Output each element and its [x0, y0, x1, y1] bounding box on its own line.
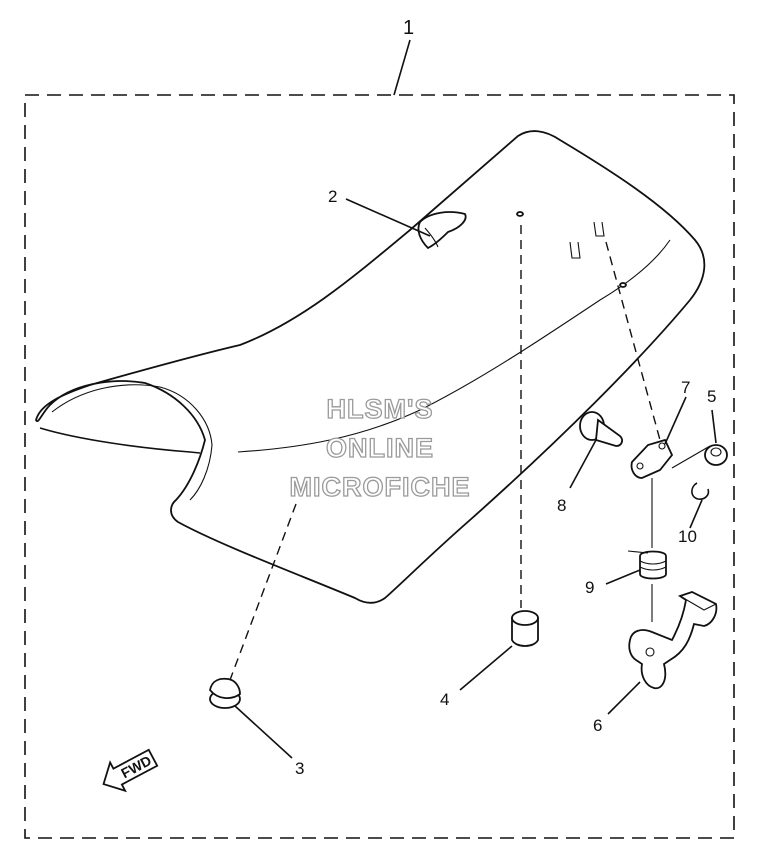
leader-line-6	[607, 681, 641, 715]
leader-line-3	[234, 705, 293, 759]
leader-line-8	[569, 439, 597, 489]
callout-9: 9	[585, 578, 594, 597]
mount-hole-b	[619, 282, 627, 288]
watermark-line-3: MICROFICHE	[290, 472, 471, 502]
clip-10	[691, 482, 710, 500]
seat-seam-line	[237, 239, 671, 453]
dash-line-latch	[605, 241, 661, 441]
leader-line-1	[393, 39, 411, 96]
callout-10: 10	[678, 527, 697, 546]
latch-lever-6	[628, 591, 718, 690]
leader-line-10	[689, 499, 703, 529]
mount-hole-a	[516, 211, 524, 217]
watermark: HLSM'S ONLINE MICROFICHE	[289, 393, 471, 502]
mount-slot-b	[593, 221, 605, 237]
seat-front-edge	[39, 427, 201, 454]
callout-1: 1	[403, 17, 414, 39]
damper-4	[511, 610, 539, 647]
leader-line-4	[459, 645, 513, 691]
leader-line-7	[664, 396, 687, 445]
callout-2: 2	[328, 187, 337, 206]
dash-line-5	[671, 445, 711, 469]
callout-5: 5	[707, 387, 716, 406]
dash-line-3	[229, 503, 297, 681]
seat-assembly	[35, 130, 706, 604]
leader-line-5	[711, 409, 717, 444]
mount-slot-a	[569, 241, 581, 259]
seat-hook	[417, 211, 467, 250]
fwd-direction-arrow: FWD	[102, 748, 159, 793]
spring-9	[627, 550, 667, 580]
seat-hook-detail	[424, 227, 439, 248]
leader-line-2	[345, 198, 431, 237]
bracket-7	[630, 438, 674, 479]
callout-4: 4	[440, 690, 449, 709]
bolt-8	[579, 411, 623, 447]
watermark-line-2: ONLINE	[326, 433, 434, 463]
assembly-boundary-box	[24, 94, 735, 839]
seat-cutout-inner	[51, 384, 213, 501]
callout-3: 3	[295, 759, 304, 778]
seat-outline	[35, 130, 706, 604]
damper-3	[209, 677, 241, 709]
leader-line-9	[605, 569, 641, 585]
callout-8: 8	[557, 496, 566, 515]
watermark-line-1: HLSM'S	[327, 394, 434, 424]
nut-5	[704, 444, 728, 466]
callout-7: 7	[681, 378, 690, 397]
callout-6: 6	[593, 716, 602, 735]
